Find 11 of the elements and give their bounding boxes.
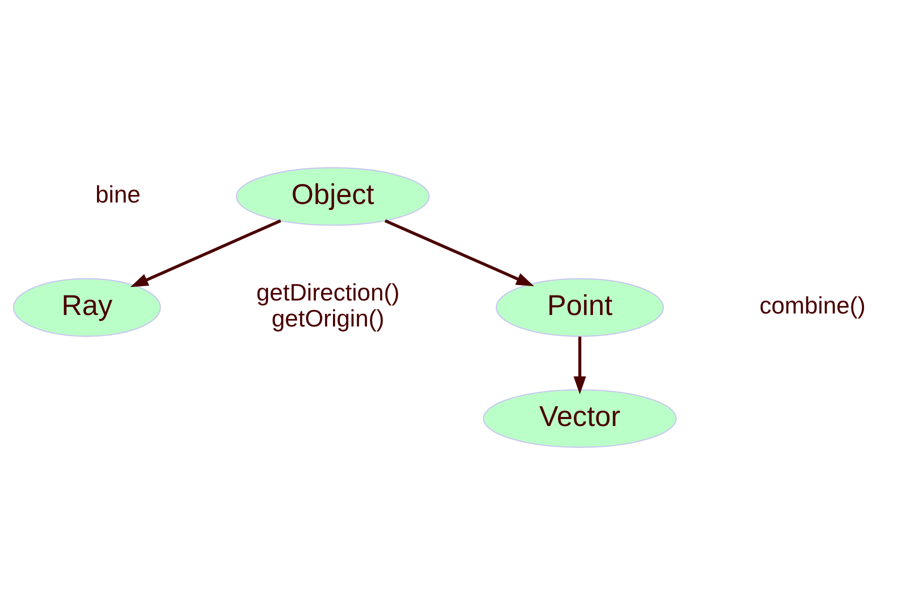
node-ellipse: Ray bbox=[12, 278, 161, 336]
arrow bbox=[384, 218, 534, 286]
node-label: combine() bbox=[759, 292, 866, 319]
arrow bbox=[130, 218, 282, 287]
node-label: getOrigin() bbox=[272, 305, 384, 332]
node-ellipse: Vector bbox=[482, 388, 677, 448]
node-label: getDirection() bbox=[256, 278, 400, 306]
arrow bbox=[574, 336, 586, 394]
node-ellipse: Object bbox=[236, 166, 430, 226]
label: bine bbox=[95, 180, 141, 208]
node-ellipse: Point bbox=[496, 278, 664, 336]
